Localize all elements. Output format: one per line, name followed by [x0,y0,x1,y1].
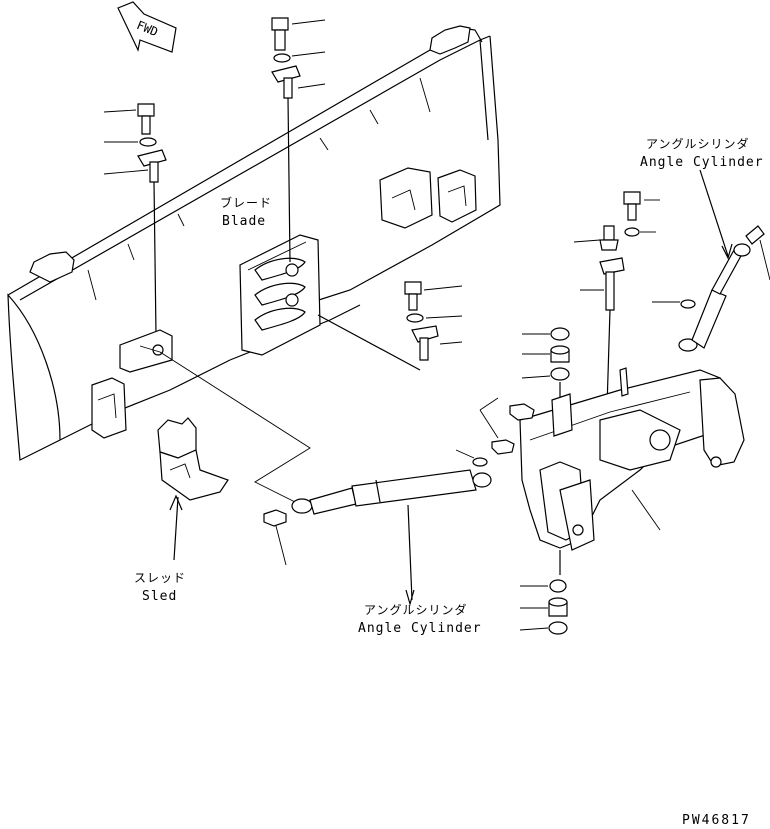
angle-frame-assembly [519,367,745,551]
angle-cylinder-bottom-label-en: Angle Cylinder [358,621,482,636]
blade [7,25,501,461]
angle-cylinder-right-label-jp: アングルシリンダ [646,136,750,151]
angle-cylinder-right [652,169,770,352]
nut-stack-lower [519,550,568,635]
sled-leader [173,496,179,561]
sled-label-jp: スレッド [134,571,186,585]
bolt-stack-left [103,103,167,336]
blade-label-en: Blade [222,214,266,229]
sled-label-en: Sled [142,589,177,604]
left-pin-bracket [119,329,173,373]
sled-arrow-icon [169,494,183,511]
drawing-code: PW46817 [682,813,751,828]
center-bracket-plate [239,234,321,356]
bolt-stack-upper [271,17,326,263]
angle-cylinder-right-label-en: Angle Cylinder [640,155,764,170]
nut-stack-upper [521,327,570,410]
grease-fittings [479,397,535,455]
bolt-stack-middle [317,281,463,371]
blade-label-jp: ブレード [220,195,272,210]
sled [157,417,229,501]
assembly-guide-lines [139,345,311,503]
fwd-arrow-icon: FWD [117,1,177,53]
angle-cylinder-bottom-label-jp: アングルシリンダ [364,602,468,617]
bolt-stack-right-top [573,191,660,441]
angle-cylinder-bottom [263,449,492,607]
